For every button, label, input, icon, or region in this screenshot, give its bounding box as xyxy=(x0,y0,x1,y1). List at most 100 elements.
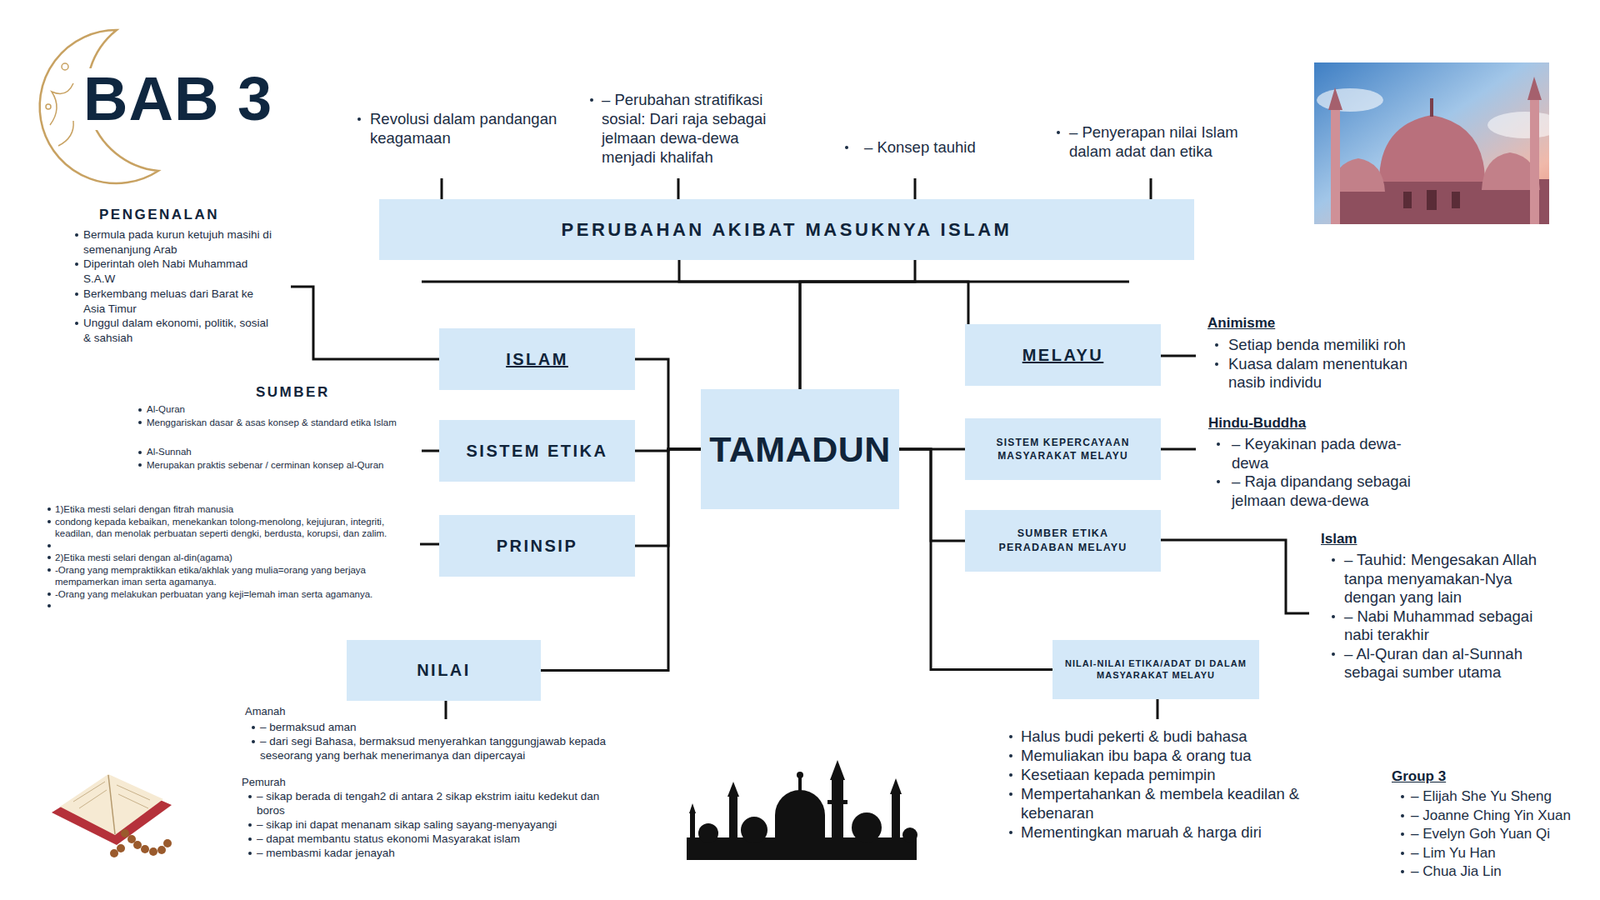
bullet-dot xyxy=(1216,442,1220,446)
bullet-text: Diperintah oleh Nabi Muhammad S.A.W xyxy=(83,257,248,285)
cloud xyxy=(1316,88,1384,112)
bullet-item: – Chua Jia Lin xyxy=(1400,862,1599,882)
bullet-item: Setiap benda memiliki roh xyxy=(1214,335,1416,355)
text-group: Halus budi pekerti & budi bahasaMemuliak… xyxy=(1008,726,1321,842)
leader-line xyxy=(421,450,440,453)
text-group: Setiap benda memiliki rohKuasa dalam men… xyxy=(1214,335,1416,393)
bullet-text: – Lim Yu Han xyxy=(1410,845,1496,861)
bullet-text: – Chua Jia Lin xyxy=(1410,863,1502,880)
bullet-item: condong kepada kebaikan, menekankan tolo… xyxy=(46,515,410,540)
node-label: TAMADUN xyxy=(709,425,891,474)
crescent-dot xyxy=(45,104,51,110)
bullet-dot xyxy=(1215,343,1219,347)
bullet-item xyxy=(46,600,410,613)
bead xyxy=(140,845,150,854)
silhouette-finial xyxy=(796,771,804,779)
bullet-item: Unggul dalam ekonomi, politik, sosial & … xyxy=(74,315,277,345)
text-group: SUMBER xyxy=(255,384,381,401)
bullet-dot xyxy=(47,568,51,572)
bullet-text: Berkembang meluas dari Barat ke Asia Tim… xyxy=(83,287,254,315)
bullet-text: Setiap benda memiliki roh xyxy=(1228,335,1406,354)
leader-line xyxy=(1150,178,1153,200)
section-heading: Animisme xyxy=(1207,315,1375,332)
bullet-item: – Nabi Muhammad sebagai nabi terakhir xyxy=(1330,607,1545,645)
crescent-flourish xyxy=(50,83,74,125)
bullet-text: Memuliakan ibu bapa & orang tua xyxy=(1020,746,1252,765)
bullet-item: – Perubahan stratifikasi sosial: Dari ra… xyxy=(589,90,790,167)
leader-line xyxy=(290,286,440,360)
page-line xyxy=(79,790,107,809)
bullet-item: – Lim Yu Han xyxy=(1400,844,1599,864)
bullet-text: -Orang yang melakukan perbuatan yang kej… xyxy=(55,589,373,600)
bullet-text: Bermula pada kurun ketujuh masihi di sem… xyxy=(83,228,272,256)
heading-text: PENGENALAN xyxy=(99,206,220,223)
header-band: PERUBAHAN AKIBAT MASUKNYA ISLAM xyxy=(379,199,1195,260)
topic-box: PRINSIP xyxy=(439,515,635,577)
bullet-item: Merupakan praktis sebenar / cerminan kon… xyxy=(137,459,430,473)
heading-text: Pemurah xyxy=(241,775,286,789)
silhouette-dome xyxy=(775,790,825,840)
bullet-dot xyxy=(47,592,51,596)
bullet-dot xyxy=(1009,830,1013,835)
crescent-flourish xyxy=(58,120,74,146)
bullet-text: Halus budi pekerti & budi bahasa xyxy=(1020,727,1248,745)
silhouette-minaret xyxy=(729,795,738,840)
silhouette-minaret-top xyxy=(890,778,902,795)
heading-text: Islam xyxy=(1320,530,1357,547)
bullet-dot xyxy=(357,117,361,121)
node-text-wrap: SUMBER ETIKA PERADABAN MELAYU xyxy=(980,526,1147,555)
central-box: TAMADUN xyxy=(700,389,900,510)
leader-lines xyxy=(290,178,1310,720)
bullet-item: – dari segi Bahasa, bermaksud menyerahka… xyxy=(250,734,627,763)
bullet-item: – dapat membantu status ekonomi Masyarak… xyxy=(247,831,628,846)
bullet-text: – Raja dipandang sebagai jelmaan dewa-de… xyxy=(1231,472,1411,510)
bullet-dot xyxy=(248,823,252,827)
text-group: Pemurah xyxy=(241,775,367,790)
connector xyxy=(800,281,969,390)
bullet-dot xyxy=(1216,480,1220,484)
bullet-text: 1)Etika mesti selari dengan fitrah manus… xyxy=(55,504,234,515)
connector xyxy=(679,260,915,390)
bullet-dot xyxy=(1009,792,1013,796)
heading-text: Amanah xyxy=(245,705,285,718)
topic-box: MELAYU xyxy=(965,324,1161,386)
bullet-item: – Elijah She Yu Sheng xyxy=(1400,787,1599,807)
bullet-text: Menggariskan dasar & asas konsep & stand… xyxy=(146,417,397,428)
bullet-item: 2)Etika mesti selari dengan al-din(agama… xyxy=(46,551,410,565)
leader-line xyxy=(914,178,917,200)
bead xyxy=(157,845,166,855)
bullet-dot xyxy=(1009,773,1013,777)
bullet-text: Kesetiaan kepada pemimpin xyxy=(1020,765,1215,784)
section-heading: PENGENALAN xyxy=(99,206,266,224)
node-text-wrap: TAMADUN xyxy=(709,425,891,474)
bullet-item: – Evelyn Goh Yuan Qi xyxy=(1400,825,1599,845)
silhouette-minaret-top xyxy=(830,760,845,780)
bullet-item: Al-Quran xyxy=(137,403,430,417)
bullet-item: – bermaksud aman xyxy=(250,720,627,735)
bullet-item: Revolusi dalam pandangan keagamaan xyxy=(356,109,570,148)
silhouette-minaret xyxy=(831,779,844,840)
bullet-text: 2)Etika mesti selari dengan al-din(agama… xyxy=(55,552,233,563)
text-group: – Keyakinan pada dewa-dewa– Raja dipanda… xyxy=(1215,435,1425,510)
bullet-dot xyxy=(138,420,142,425)
section-heading: Pemurah xyxy=(241,775,367,790)
bullet-text: -Orang yang mempraktikkan etika/akhlak y… xyxy=(55,565,366,588)
bullet-text: – sikap ini dapat menanam sikap saling s… xyxy=(256,818,557,831)
silhouette-finial xyxy=(798,776,802,794)
mosque-photo xyxy=(1314,62,1563,225)
bullet-dot xyxy=(47,520,51,524)
node-text-wrap: NILAI xyxy=(416,659,471,682)
bead xyxy=(163,839,172,848)
page-line xyxy=(118,794,149,809)
text-group: Animisme xyxy=(1207,315,1375,332)
bullet-dot xyxy=(1400,832,1405,836)
text-group: Amanah xyxy=(245,704,370,719)
bullet-text: – bermaksud aman xyxy=(260,720,357,734)
bullet-text: Al-Sunnah xyxy=(146,446,192,457)
window xyxy=(1426,190,1437,210)
bullet-dot xyxy=(47,555,51,560)
prayer-beads xyxy=(110,829,172,858)
node-label: SUMBER ETIKA PERADABAN MELAYU xyxy=(980,526,1147,555)
minaret xyxy=(1530,98,1540,225)
bullet-dot xyxy=(1400,814,1405,818)
